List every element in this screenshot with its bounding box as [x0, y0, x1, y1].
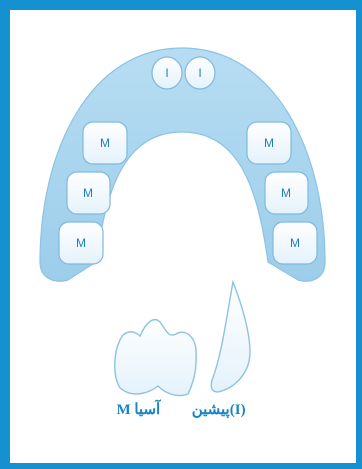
- molar-letter: M: [83, 186, 93, 200]
- incisor-letter: I: [198, 66, 201, 80]
- legend-molar: M آسیا: [116, 400, 160, 419]
- incisor-tooth-left: I: [152, 57, 182, 89]
- incisor-tooth-right: I: [185, 57, 215, 89]
- molar-tooth-left-1: M: [83, 122, 127, 164]
- legend-incisor: پیشین(I): [192, 400, 246, 419]
- molar-letter: M: [100, 136, 110, 150]
- molar-tooth-right-3: M: [273, 222, 317, 264]
- molar-letter: M: [264, 136, 274, 150]
- molar-letter: M: [76, 236, 86, 250]
- molar-tooth-left-3: M: [59, 222, 103, 264]
- incisor-illustration: [211, 282, 250, 392]
- molar-letter: M: [281, 186, 291, 200]
- molar-tooth-right-1: M: [247, 122, 291, 164]
- legend: M آسیا پیشین(I): [0, 400, 362, 419]
- incisor-letter: I: [165, 66, 168, 80]
- molar-tooth-right-2: M: [265, 172, 308, 214]
- molar-illustration: [115, 320, 196, 396]
- molar-letter: M: [290, 236, 300, 250]
- molar-tooth-left-2: M: [67, 172, 110, 214]
